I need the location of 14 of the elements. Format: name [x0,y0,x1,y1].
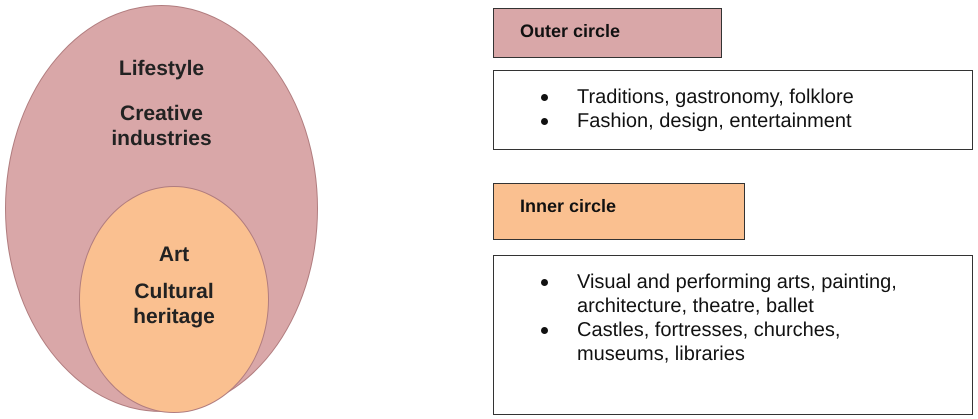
heading: Inner circle [519,195,618,217]
description-box [493,255,973,415]
list-item-text: Traditions, gastronomy, folklore [577,85,855,109]
description-box [493,70,973,150]
list-item-text: Fashion, design, entertainment [577,109,853,133]
legend-box [493,8,722,58]
list-item-text: Castles, fortresses, churches, museums, libraries [577,318,842,366]
legend-box [493,183,745,240]
circle-label: Lifestyle [118,56,206,81]
circle-label: Creative industries [110,101,213,151]
circle-label: Art [158,242,190,267]
list-item-text: Visual and performing arts, painting, architecture, theatre, ballet [577,270,898,318]
circle-label: Cultural heritage [132,279,216,329]
heading: Outer circle [519,20,622,42]
